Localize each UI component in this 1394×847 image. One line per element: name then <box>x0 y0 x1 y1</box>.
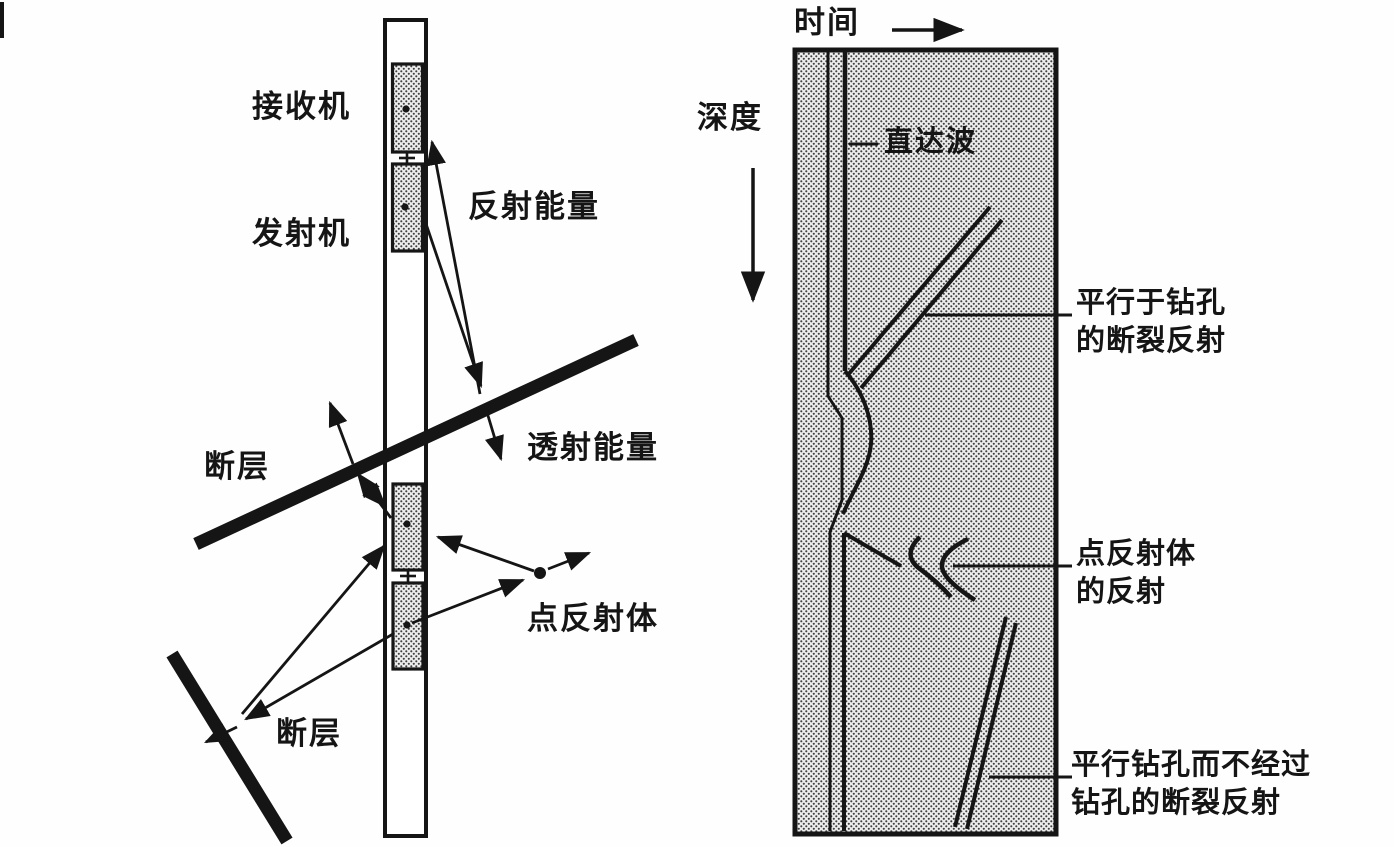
reflected-ray-lower-fault-return <box>240 544 386 715</box>
point-reflector-dot <box>534 567 546 579</box>
fracture-not-crossing-label: 平行钻孔而不经过 钻孔的断裂反射 <box>1071 745 1311 821</box>
reflected-energy-label: 反射能量 <box>468 189 600 225</box>
radargram-panel <box>792 47 1059 837</box>
fault-upper-label: 断层 <box>204 449 270 485</box>
incident-ray-upper-fault <box>421 214 483 389</box>
borehole-outline <box>383 18 428 838</box>
point-reflection-label: 点反射体 的反射 <box>1076 534 1196 610</box>
point-reflection-label-line2: 的反射 <box>1076 574 1167 608</box>
transmitter-dot-lower <box>403 621 411 629</box>
point-reflector-label: 点反射体 <box>527 601 659 637</box>
fault-lower-label: 断层 <box>276 716 342 752</box>
point-reflection-chevron-outer <box>908 535 953 599</box>
borehole-diagram <box>166 18 639 845</box>
fracture-reflection-below <box>842 531 903 568</box>
receiver-dot-upper <box>402 105 410 113</box>
fracture-reflection-diagonal-2 <box>859 218 1004 390</box>
fracture-not-crossing-label-line1: 平行钻孔而不经过 <box>1071 747 1312 781</box>
scan-artifact <box>0 2 4 38</box>
fault-line-lower <box>166 650 293 845</box>
radargram-diagram <box>740 17 1072 837</box>
parallel-fracture-line-2 <box>965 622 1018 830</box>
incident-ray-lower-fault <box>244 632 394 721</box>
point-reflection-chevron-inner <box>939 536 977 602</box>
fracture-parallel-label-line1: 平行于钻孔 <box>1076 285 1227 319</box>
receiver-dot-lower <box>403 520 411 528</box>
direct-wave-line-left <box>826 52 844 831</box>
reflected-ray-to-receiver <box>426 139 482 395</box>
transmitted-ray-through-upper-fault <box>328 400 355 465</box>
transmitter-box-upper <box>390 162 425 253</box>
incident-ray-point-reflector <box>411 578 526 625</box>
fracture-parallel-label-line2: 的断裂反射 <box>1076 323 1227 357</box>
transmitted-ray-past-point <box>547 551 592 571</box>
time-axis-label: 时间 <box>794 5 860 41</box>
depth-axis-label: 深度 <box>697 100 763 136</box>
direct-wave-bump <box>841 369 874 515</box>
reflected-ray-upper-fault-return <box>359 479 387 508</box>
parallel-fracture-line-1 <box>953 616 1008 828</box>
direct-wave-label: 直达波 <box>884 124 978 158</box>
transmitter-dot-upper <box>401 203 409 211</box>
fault-line-upper <box>193 334 639 550</box>
fracture-reflection-diagonal-1 <box>845 205 992 378</box>
transmitted-ray-upper <box>484 408 504 462</box>
receiver-label: 接收机 <box>252 89 351 125</box>
point-reflection-label-line1: 点反射体 <box>1076 536 1197 570</box>
transmitted-ray-lower-fault <box>203 723 238 744</box>
reflected-ray-point-return <box>435 535 535 573</box>
transmitted-energy-label: 透射能量 <box>527 430 659 466</box>
transmitter-label: 发射机 <box>252 216 351 252</box>
fracture-parallel-label: 平行于钻孔 的断裂反射 <box>1076 283 1226 359</box>
fracture-not-crossing-label-line2: 钻孔的断裂反射 <box>1071 785 1282 819</box>
